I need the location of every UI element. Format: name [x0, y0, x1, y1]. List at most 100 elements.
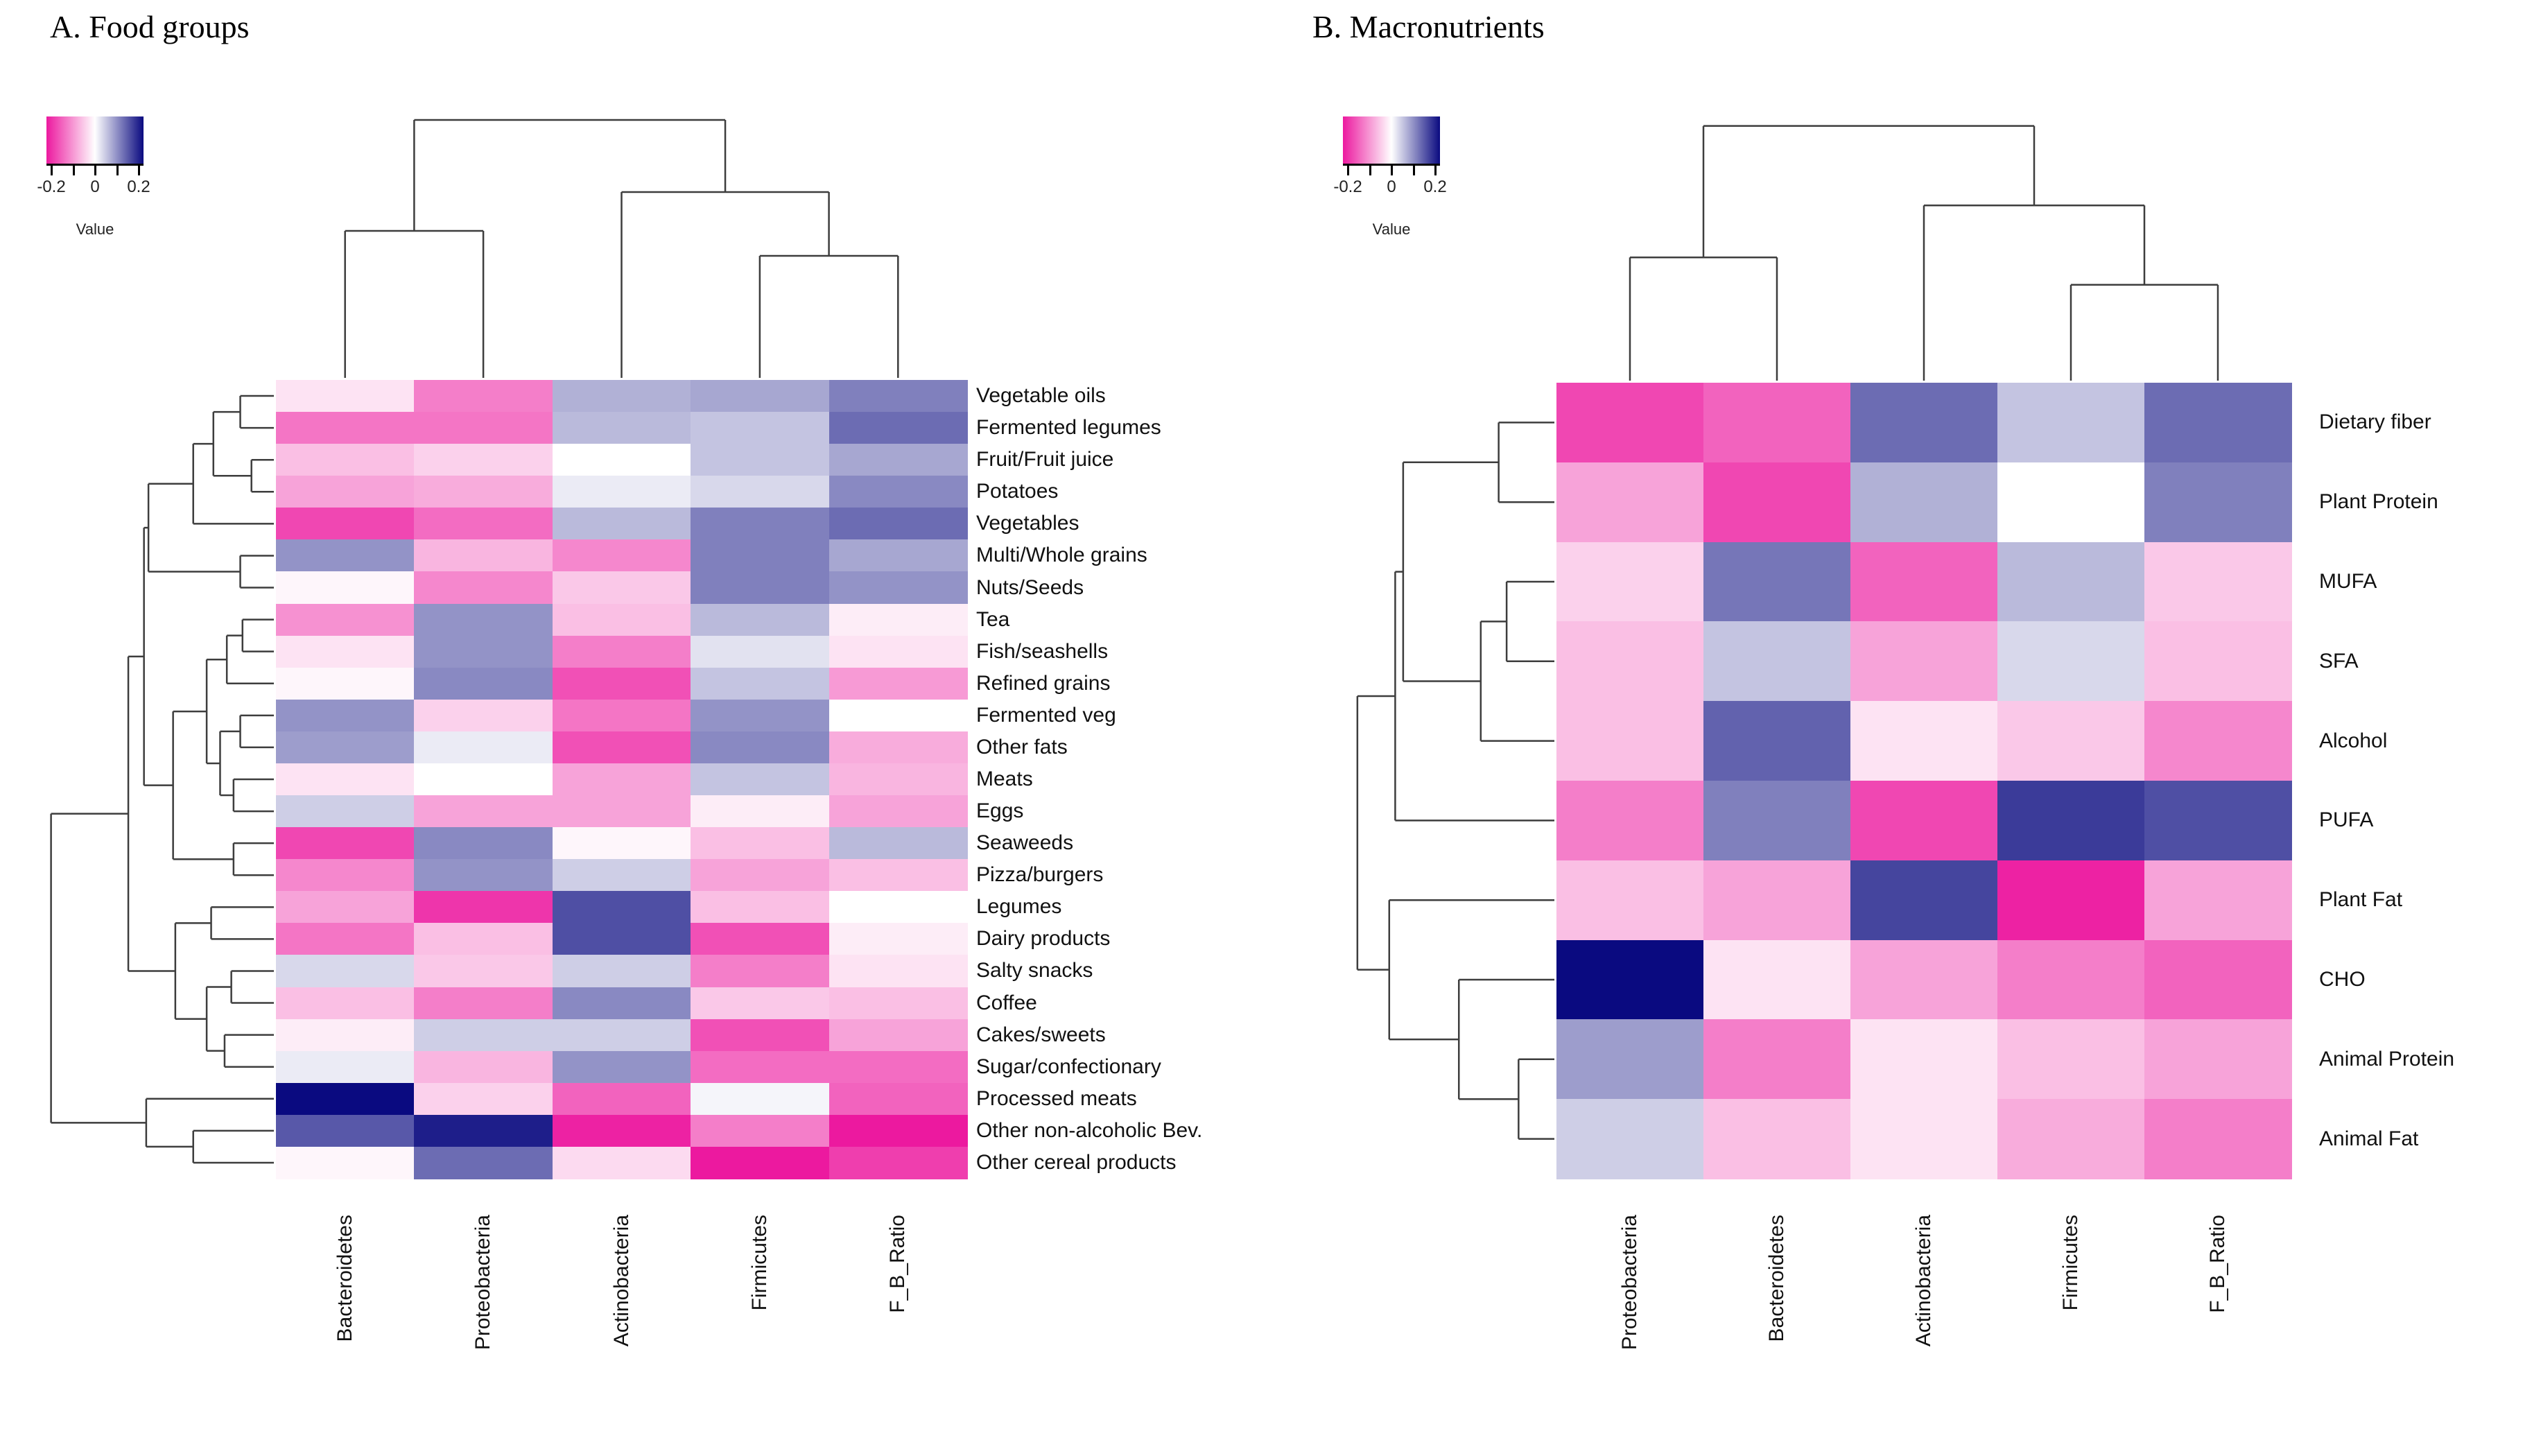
heatmap-cell	[1997, 1099, 2145, 1179]
heatmap-cell	[1556, 781, 1704, 861]
heatmap-cell	[552, 763, 691, 796]
heatmap-cell	[414, 1114, 553, 1147]
heatmap-cell	[828, 1082, 968, 1116]
heatmap-cell	[1997, 701, 2145, 781]
heatmap-cell	[414, 476, 553, 508]
heatmap-cell	[691, 699, 830, 732]
heatmap-cell	[414, 412, 553, 444]
heatmap-cell	[691, 476, 830, 508]
row-label: Nuts/Seeds	[976, 575, 1084, 599]
heatmap-cell	[276, 1050, 415, 1084]
row-label: Meats	[976, 768, 1033, 790]
heatmap-cell	[2144, 462, 2292, 543]
heatmap-cell	[276, 955, 415, 988]
heatmap-cell	[2144, 1099, 2292, 1179]
heatmap-cell	[2144, 781, 2292, 861]
color-key-tick	[51, 166, 53, 175]
heatmap-cell	[828, 444, 968, 476]
heatmap-cell	[414, 444, 553, 476]
row-label: MUFA	[2319, 570, 2377, 593]
heatmap-cell	[828, 955, 968, 988]
heatmap-cell	[414, 763, 553, 796]
heatmap-cell	[1850, 621, 1998, 702]
color-key-tick	[1369, 166, 1371, 175]
heatmap-cell	[414, 859, 553, 892]
heatmap-cell	[1997, 1019, 2145, 1100]
heatmap-cell	[552, 923, 691, 956]
heatmap-cell	[1556, 1019, 1704, 1100]
heatmap-cell	[691, 731, 830, 764]
row-label: Dairy products	[976, 927, 1111, 951]
heatmap-cell	[828, 699, 968, 732]
heatmap-cell	[414, 380, 553, 413]
heatmap-cell	[552, 859, 691, 892]
color-key-tick	[1412, 166, 1415, 175]
heatmap-cell	[552, 412, 691, 444]
heatmap-cell	[276, 987, 415, 1020]
row-label: Eggs	[976, 799, 1024, 823]
row-label: Dietary fiber	[2319, 410, 2431, 434]
heatmap-cell	[276, 1082, 415, 1116]
heatmap-cell	[276, 476, 415, 508]
heatmap-cell	[276, 891, 415, 924]
heatmap-cell	[691, 923, 830, 956]
heatmap-cell	[1850, 781, 1998, 861]
heatmap-cell	[552, 1114, 691, 1147]
heatmap-cell	[2144, 939, 2292, 1020]
heatmap-cell	[552, 667, 691, 700]
heatmap-cell	[828, 667, 968, 700]
heatmap-cell	[1850, 701, 1998, 781]
heatmap-cell	[2144, 541, 2292, 622]
heatmap-cell	[414, 699, 553, 732]
heatmap-cell	[276, 1146, 415, 1179]
heatmap-cell	[414, 667, 553, 700]
heatmap-cell	[1703, 781, 1851, 861]
heatmap-cell	[1556, 860, 1704, 941]
heatmap-cell	[552, 380, 691, 413]
heatmap-cell	[828, 539, 968, 573]
heatmap-cell	[691, 1114, 830, 1147]
heatmap-cell	[1703, 860, 1851, 941]
heatmap-cell	[276, 699, 415, 732]
heatmap-cell	[2144, 701, 2292, 781]
color-key-tick	[1434, 166, 1437, 175]
color-key-tick	[116, 166, 119, 175]
color-key-tick	[94, 166, 96, 175]
color-key-tick-label: 0.2	[1423, 177, 1447, 196]
heatmap-cell	[552, 1050, 691, 1084]
row-label: Sugar/confectionary	[976, 1055, 1161, 1078]
heatmap-cell	[828, 476, 968, 508]
row-label: Vegetables	[976, 512, 1079, 535]
heatmap-cell	[828, 1019, 968, 1052]
heatmap-cell	[276, 923, 415, 956]
heatmap-cell	[414, 987, 553, 1020]
heatmap-cell	[1703, 621, 1851, 702]
heatmap-cell	[414, 923, 553, 956]
heatmap-cell	[828, 891, 968, 924]
panel-a-title: A. Food groups	[50, 9, 250, 44]
heatmap-cell	[414, 603, 553, 636]
heatmap-cell	[828, 859, 968, 892]
heatmap-cell	[552, 603, 691, 636]
heatmap-cell	[552, 539, 691, 573]
color-key-tick	[1391, 166, 1393, 175]
heatmap-cell	[828, 412, 968, 444]
heatmap-cell	[552, 795, 691, 828]
heatmap-cell	[552, 571, 691, 605]
heatmap-cell	[414, 1050, 553, 1084]
row-label: Fruit/Fruit juice	[976, 448, 1114, 471]
heatmap-cell	[1556, 462, 1704, 543]
heatmap-cell	[552, 1019, 691, 1052]
heatmap-cell	[552, 731, 691, 764]
heatmap-cell	[1997, 383, 2145, 463]
heatmap-cell	[552, 699, 691, 732]
color-key-gradient	[1343, 116, 1440, 166]
panel-a-column-dendrogram	[344, 119, 899, 378]
row-label: Animal Fat	[2319, 1127, 2419, 1150]
heatmap-cell	[691, 667, 830, 700]
heatmap-cell	[691, 380, 830, 413]
heatmap-cell	[691, 539, 830, 573]
heatmap-cell	[828, 923, 968, 956]
